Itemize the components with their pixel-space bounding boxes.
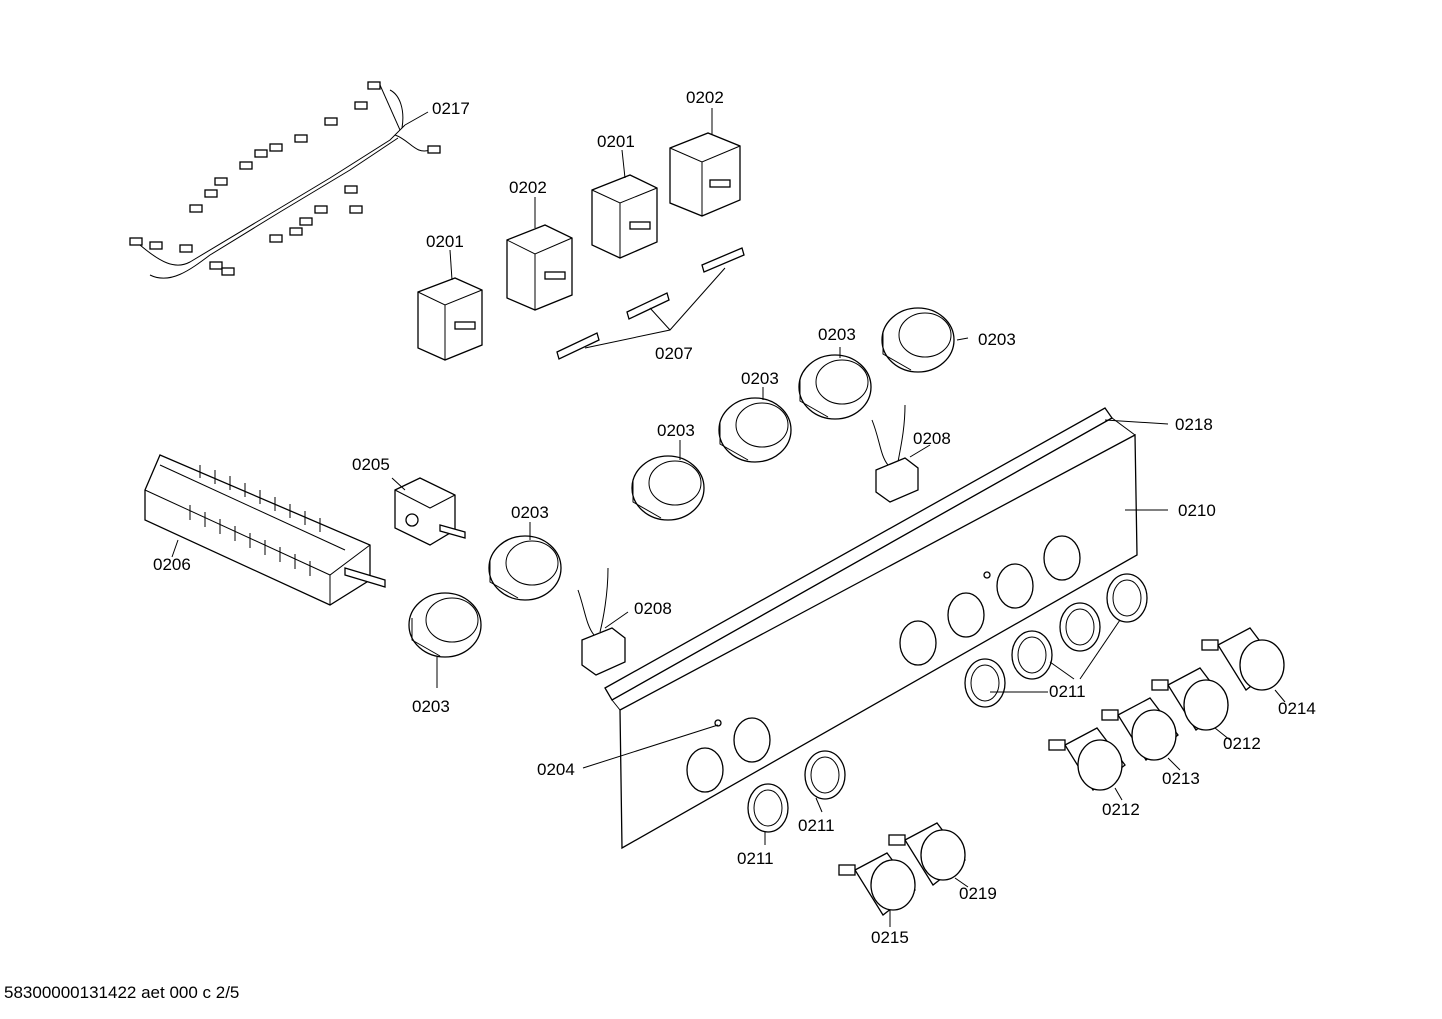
switch-0201-lower xyxy=(417,277,483,361)
label-0205: 0205 xyxy=(352,455,390,474)
switch-0202-upper xyxy=(669,132,741,217)
label-0201-upper: 0201 xyxy=(597,132,635,151)
housing-0203-d xyxy=(718,397,792,463)
label-0203-b: 0203 xyxy=(511,503,549,522)
housing-0203-a xyxy=(408,592,482,658)
label-0208-lower: 0208 xyxy=(634,599,672,618)
label-0203-a: 0203 xyxy=(412,697,450,716)
label-0217: 0217 xyxy=(432,99,470,118)
footer-reference: 58300000131422 aet 000 c 2/5 xyxy=(4,983,239,1002)
knob-0212-upper xyxy=(1151,667,1229,731)
valve-0205 xyxy=(394,477,466,546)
knob-0219 xyxy=(888,822,966,886)
label-0210: 0210 xyxy=(1178,501,1216,520)
wiring-harness-0217 xyxy=(129,81,441,279)
label-0203-e: 0203 xyxy=(818,325,856,344)
label-0202-upper: 0202 xyxy=(686,88,724,107)
part-labels: 0217 0202 0201 0202 0201 0207 0203 0203 … xyxy=(153,88,1316,947)
connector-strips-0207 xyxy=(556,247,745,360)
label-0201-lower: 0201 xyxy=(426,232,464,251)
label-0211-middle: 0211 xyxy=(798,816,835,835)
housing-0203-e xyxy=(798,354,872,420)
label-0211-right: 0211 xyxy=(1049,682,1086,701)
sensor-0208-upper xyxy=(871,404,919,503)
housing-0203-f xyxy=(881,307,955,373)
knob-0213 xyxy=(1101,697,1179,761)
leader-lines xyxy=(171,108,1286,927)
label-0208-upper: 0208 xyxy=(913,429,951,448)
knob-0214 xyxy=(1201,627,1285,691)
switch-0201-upper xyxy=(591,174,658,259)
label-0212-upper: 0212 xyxy=(1223,734,1261,753)
label-0214: 0214 xyxy=(1278,699,1316,718)
sensor-0208-lower xyxy=(577,567,626,676)
label-0213: 0213 xyxy=(1162,769,1200,788)
switch-0202-lower xyxy=(506,224,573,311)
label-0203-c: 0203 xyxy=(657,421,695,440)
label-0215: 0215 xyxy=(871,928,909,947)
label-0203-d: 0203 xyxy=(741,369,779,388)
housing-0203-b xyxy=(488,535,562,601)
label-0204: 0204 xyxy=(537,760,575,779)
control-panel-0210 xyxy=(611,417,1138,850)
rings-0211 xyxy=(747,573,1148,833)
label-0219: 0219 xyxy=(959,884,997,903)
label-0202-lower: 0202 xyxy=(509,178,547,197)
label-0212-lower: 0212 xyxy=(1102,800,1140,819)
knob-0212-lower xyxy=(1048,727,1126,791)
label-0207: 0207 xyxy=(655,344,693,363)
label-0218: 0218 xyxy=(1175,415,1213,434)
knob-0215 xyxy=(838,852,916,916)
label-0206: 0206 xyxy=(153,555,191,574)
label-0203-f: 0203 xyxy=(978,330,1016,349)
switch-block-0206 xyxy=(144,454,386,606)
housing-0203-c xyxy=(631,455,705,521)
label-0211-left: 0211 xyxy=(737,849,774,868)
